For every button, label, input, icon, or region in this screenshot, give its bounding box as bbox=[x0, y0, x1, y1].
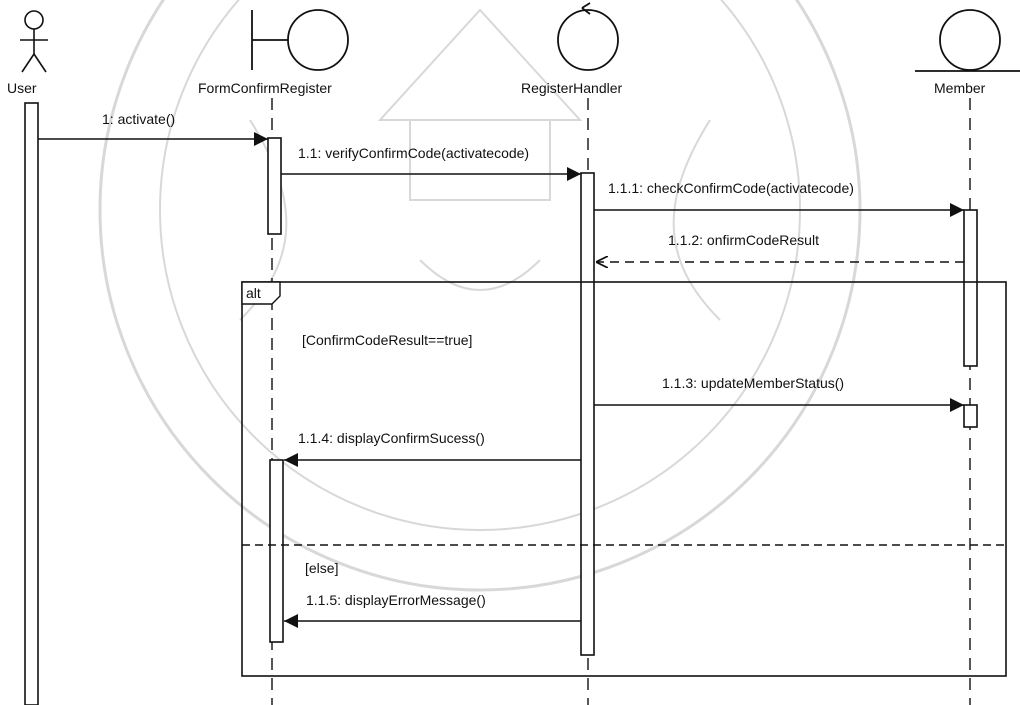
message-update-label: 1.1.3: updateMemberStatus() bbox=[662, 375, 844, 391]
guard-else: [else] bbox=[305, 560, 338, 576]
message-error-label: 1.1.5: displayErrorMessage() bbox=[306, 592, 486, 608]
message-check-label: 1.1.1: checkConfirmCode(activatecode) bbox=[608, 180, 854, 196]
boundary-icon bbox=[252, 10, 348, 70]
form-activation-2 bbox=[270, 460, 283, 642]
message-success-label: 1.1.4: displayConfirmSucess() bbox=[298, 430, 485, 446]
handler-activation bbox=[581, 173, 594, 655]
guard-true: [ConfirmCodeResult==true] bbox=[302, 332, 472, 348]
message-result-label: 1.1.2: onfirmCodeResult bbox=[668, 232, 819, 248]
alt-operator: alt bbox=[246, 285, 261, 301]
member-activation-1 bbox=[964, 210, 977, 366]
participant-form-label: FormConfirmRegister bbox=[198, 80, 332, 96]
message-activate-label: 1: activate() bbox=[102, 111, 175, 127]
control-icon bbox=[558, 3, 618, 70]
actor-head-icon bbox=[25, 11, 43, 29]
participant-member-label: Member bbox=[934, 80, 986, 96]
participant-handler-label: RegisterHandler bbox=[521, 80, 622, 96]
entity-icon bbox=[915, 10, 1020, 71]
message-verify-label: 1.1: verifyConfirmCode(activatecode) bbox=[298, 145, 529, 161]
actor-user bbox=[20, 11, 48, 72]
member-activation-2 bbox=[964, 405, 977, 427]
user-activation bbox=[25, 103, 38, 705]
form-activation-1 bbox=[268, 138, 281, 234]
participant-user-label: User bbox=[7, 80, 37, 96]
